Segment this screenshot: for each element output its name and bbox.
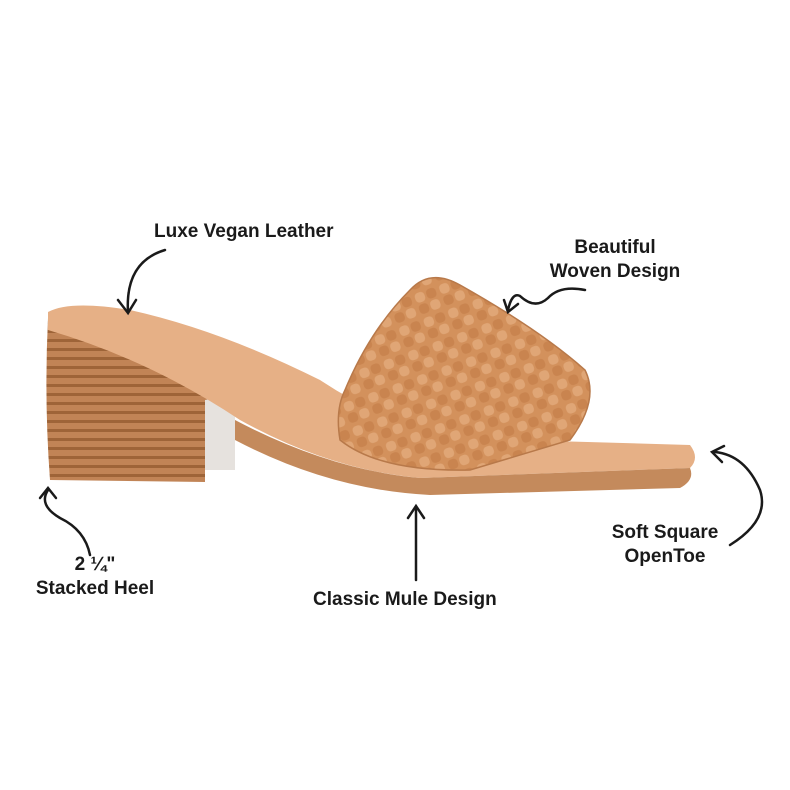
label-luxe-vegan-leather: Luxe Vegan Leather (154, 221, 334, 242)
arrow-heel (43, 488, 92, 557)
arrow-woven (506, 287, 587, 312)
label-heel-line2: Stacked Heel (35, 578, 155, 599)
label-heel-line1: 2 ¼" (74, 554, 116, 575)
label-toe-line2: OpenToe (624, 546, 706, 567)
woven-strap (337, 276, 591, 471)
annotation-arrows (38, 248, 764, 582)
footbed (48, 305, 695, 478)
label-toe-line1: Soft Square (611, 522, 719, 543)
arrow-toe (713, 450, 764, 547)
arrow-leather (126, 248, 167, 314)
stacked-heel (46, 318, 236, 482)
label-classic-mule-design: Classic Mule Design (313, 589, 497, 610)
label-woven-line2: Woven Design (549, 261, 681, 282)
label-soft-square-toe: Soft Square OpenToe (600, 521, 730, 569)
label-woven-line1: Beautiful (574, 237, 656, 258)
label-woven-design: Beautiful Woven Design (540, 236, 690, 284)
sole (235, 420, 692, 495)
label-stacked-heel: 2 ¼" Stacked Heel (20, 553, 170, 601)
